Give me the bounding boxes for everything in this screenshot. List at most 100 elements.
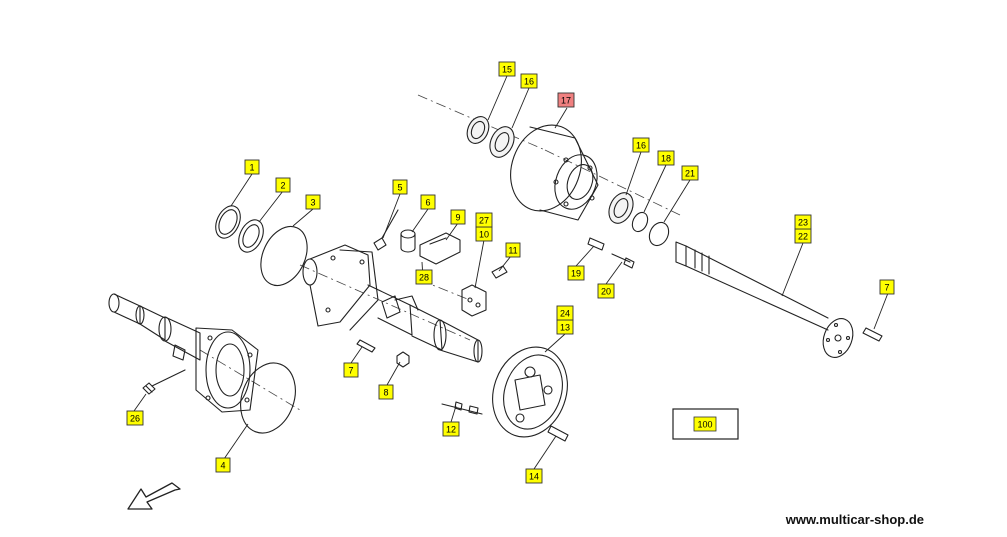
callout-label-20: 20 bbox=[601, 287, 611, 297]
callout-18[interactable]: 18 bbox=[657, 150, 675, 166]
nut-8 bbox=[396, 351, 410, 368]
o-ring-21 bbox=[648, 221, 670, 247]
callout-box-26 bbox=[126, 410, 144, 426]
callout-label-5: 5 bbox=[397, 183, 402, 193]
kit-100-box bbox=[672, 408, 739, 440]
callout-box-14 bbox=[525, 468, 543, 484]
callout-box-11 bbox=[505, 242, 521, 258]
gasket-4 bbox=[240, 362, 296, 434]
left-axle-housing bbox=[108, 293, 259, 413]
callout-5[interactable]: 5 bbox=[392, 179, 408, 195]
callout-box-27 bbox=[475, 212, 493, 228]
callout-box-3 bbox=[305, 194, 321, 210]
callout-7b[interactable]: 7 bbox=[879, 279, 895, 295]
callout-label-17: 17 bbox=[561, 96, 571, 106]
bearing-16-right bbox=[608, 192, 634, 224]
callout-box-12 bbox=[442, 421, 460, 437]
callout-box-28 bbox=[415, 269, 433, 285]
callout-label-19: 19 bbox=[571, 269, 581, 279]
axle-housing-center bbox=[302, 244, 483, 363]
callout-6[interactable]: 6 bbox=[420, 194, 436, 210]
callout-label-9: 9 bbox=[455, 213, 460, 223]
screw-20 bbox=[611, 253, 635, 269]
callout-19[interactable]: 19 bbox=[567, 265, 585, 281]
callout-15[interactable]: 15 bbox=[498, 61, 516, 77]
callout-box-7a bbox=[343, 362, 359, 378]
ring-18 bbox=[631, 211, 649, 233]
callout-label-6: 6 bbox=[425, 198, 430, 208]
callout-26[interactable]: 26 bbox=[126, 410, 144, 426]
callout-box-5 bbox=[392, 179, 408, 195]
callout-14[interactable]: 14 bbox=[525, 468, 543, 484]
callout-8[interactable]: 8 bbox=[378, 384, 394, 400]
callout-label-11: 11 bbox=[508, 246, 517, 256]
callout-12[interactable]: 12 bbox=[442, 421, 460, 437]
callout-21[interactable]: 21 bbox=[681, 165, 699, 181]
callout-1[interactable]: 1 bbox=[244, 159, 260, 175]
callout-box-19 bbox=[567, 265, 585, 281]
seal-15 bbox=[466, 116, 490, 144]
callout-label-100: 100 bbox=[697, 420, 712, 430]
pin-19 bbox=[587, 237, 605, 251]
callout-box-9 bbox=[450, 209, 466, 225]
callout-label-22: 22 bbox=[798, 232, 808, 242]
callout-24[interactable]: 24 bbox=[556, 305, 574, 321]
arrow-down-left-icon bbox=[127, 482, 181, 510]
callout-label-13: 13 bbox=[560, 323, 570, 333]
brake-plate-24-13 bbox=[492, 346, 568, 438]
drive-shaft-23-22 bbox=[675, 241, 854, 358]
callout-box-1 bbox=[244, 159, 260, 175]
site-watermark[interactable]: www.multicar-shop.de bbox=[785, 512, 924, 527]
callout-label-4: 4 bbox=[220, 461, 225, 471]
callout-box-6 bbox=[420, 194, 436, 210]
callout-label-18: 18 bbox=[661, 154, 671, 164]
callout-label-7a: 7 bbox=[348, 366, 353, 376]
callout-2[interactable]: 2 bbox=[275, 177, 291, 193]
o-rings-1-2-3 bbox=[215, 205, 308, 287]
callout-20[interactable]: 20 bbox=[597, 283, 615, 299]
callout-3[interactable]: 3 bbox=[305, 194, 321, 210]
callout-16b[interactable]: 16 bbox=[632, 137, 650, 153]
callout-box-2 bbox=[275, 177, 291, 193]
callout-100[interactable]: 100 bbox=[693, 416, 717, 432]
callout-box-7b bbox=[879, 279, 895, 295]
bearing-16-left bbox=[489, 126, 515, 158]
callout-label-15: 15 bbox=[502, 65, 512, 75]
callout-22[interactable]: 22 bbox=[794, 228, 812, 244]
bracket-27-10 bbox=[461, 284, 487, 317]
callout-13[interactable]: 13 bbox=[556, 319, 574, 335]
callout-16a[interactable]: 16 bbox=[520, 73, 538, 89]
callout-box-24 bbox=[556, 305, 574, 321]
callout-box-15 bbox=[498, 61, 516, 77]
leader-lines bbox=[133, 75, 889, 470]
callout-label-2: 2 bbox=[280, 181, 285, 191]
callout-box-23 bbox=[794, 214, 812, 230]
callout-7a[interactable]: 7 bbox=[343, 362, 359, 378]
callout-11[interactable]: 11 bbox=[505, 242, 521, 258]
callout-23[interactable]: 23 bbox=[794, 214, 812, 230]
callout-10[interactable]: 10 bbox=[475, 226, 493, 242]
callout-label-21: 21 bbox=[685, 169, 695, 179]
callout-box-21 bbox=[681, 165, 699, 181]
callout-label-28: 28 bbox=[419, 273, 429, 283]
callout-box-16b bbox=[632, 137, 650, 153]
callout-17[interactable]: 17 bbox=[557, 92, 575, 108]
callout-27[interactable]: 27 bbox=[475, 212, 493, 228]
callout-label-14: 14 bbox=[529, 472, 539, 482]
callout-28[interactable]: 28 bbox=[415, 269, 433, 285]
bolt-7-left bbox=[356, 339, 376, 353]
bolt-11 bbox=[491, 265, 508, 279]
callout-box-8 bbox=[378, 384, 394, 400]
callout-label-16b: 16 bbox=[636, 141, 646, 151]
bolt-14 bbox=[547, 425, 569, 442]
callout-label-26: 26 bbox=[130, 414, 140, 424]
callout-label-16a: 16 bbox=[524, 77, 534, 87]
callout-9[interactable]: 9 bbox=[450, 209, 466, 225]
callout-label-24: 24 bbox=[560, 309, 570, 319]
part-callouts: 1234567789101112131415161617181920212223… bbox=[126, 61, 895, 484]
callout-4[interactable]: 4 bbox=[215, 457, 231, 473]
bolt-26 bbox=[142, 369, 186, 395]
bracket-9 bbox=[419, 232, 461, 265]
callout-box-18 bbox=[657, 150, 675, 166]
